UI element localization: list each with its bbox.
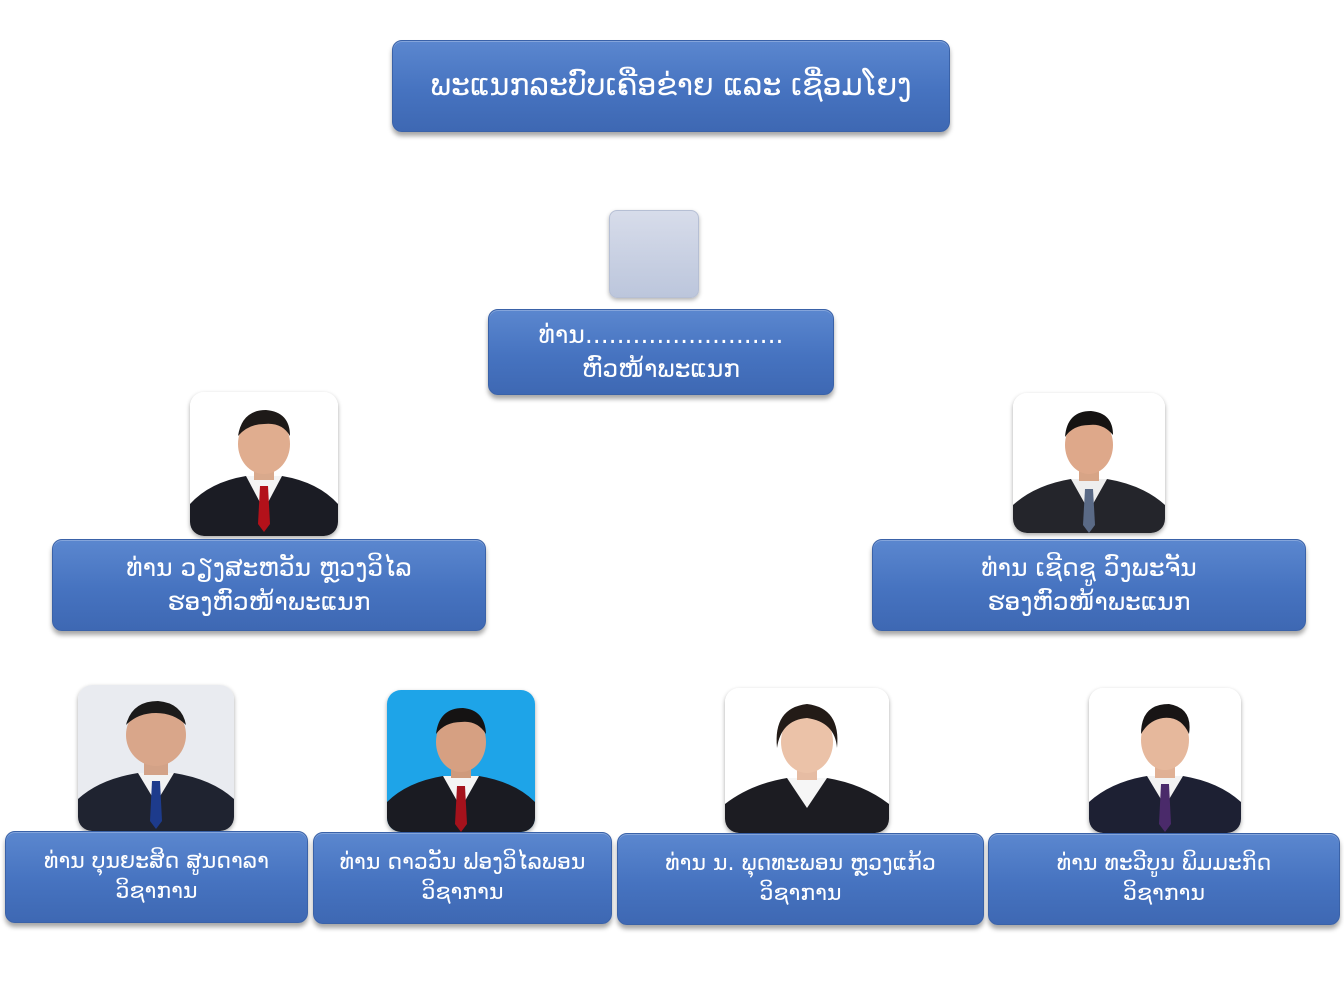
person-avatar-icon	[1089, 688, 1241, 833]
deputy-name-2: ທ່ານ ເຊີດຊູ ວົງພະຈັນ	[981, 553, 1197, 583]
staff-name-1: ທ່ານ ບຸນຍະສິດ ສູນດາລາ	[44, 849, 269, 875]
deputy-photo-1	[190, 392, 338, 536]
head-role: ຫົວໜ້າພະແນກ	[581, 354, 741, 383]
staff-role-3: ວິຊາການ	[759, 881, 842, 906]
staff-box-3: ທ່ານ ນ. ພຸດທະພອນ ຫຼວງແກ້ວ ວິຊາການ	[617, 833, 984, 925]
staff-role-1: ວິຊາການ	[115, 879, 198, 904]
person-avatar-icon	[725, 688, 889, 833]
staff-photo-4	[1089, 688, 1241, 833]
person-avatar-icon	[387, 690, 535, 832]
person-avatar-icon	[78, 685, 234, 831]
deputy-box-1: ທ່ານ ວຽງສະຫວັນ ຫຼວງວິໄລ ຮອງຫົວໜ້າພະແນກ	[52, 539, 486, 631]
person-avatar-icon	[1013, 393, 1165, 533]
deputy-photo-2	[1013, 393, 1165, 533]
staff-role-2: ວິຊາການ	[421, 880, 504, 905]
staff-name-4: ທ່ານ ທະວີບູນ ພິມມະກິດ	[1056, 851, 1272, 877]
person-avatar-icon	[190, 392, 338, 536]
staff-box-2: ທ່ານ ດາວວັນ ຟອງວິໄລພອນ ວິຊາການ	[313, 832, 612, 924]
deputy-name-1: ທ່ານ ວຽງສະຫວັນ ຫຼວງວິໄລ	[126, 553, 412, 583]
staff-photo-1	[78, 685, 234, 831]
head-photo-placeholder	[609, 210, 699, 298]
staff-photo-2	[387, 690, 535, 832]
deputy-role-1: ຮອງຫົວໜ້າພະແນກ	[167, 587, 371, 616]
staff-name-2: ທ່ານ ດາວວັນ ຟອງວິໄລພອນ	[339, 850, 586, 876]
deputy-box-2: ທ່ານ ເຊີດຊູ ວົງພະຈັນ ຮອງຫົວໜ້າພະແນກ	[872, 539, 1306, 631]
head-name: ທ່ານ.........................	[538, 320, 784, 350]
staff-photo-3	[725, 688, 889, 833]
department-title-box: ພະແນກລະບົບເຄືອຂ່າຍ ແລະ ເຊື່ອມໂຍງ	[392, 40, 950, 132]
staff-role-4: ວິຊາການ	[1123, 881, 1205, 906]
head-box: ທ່ານ......................... ຫົວໜ້າພະແນ…	[488, 309, 834, 395]
staff-box-1: ທ່ານ ບຸນຍະສິດ ສູນດາລາ ວິຊາການ	[5, 831, 308, 923]
department-title: ພະແນກລະບົບເຄືອຂ່າຍ ແລະ ເຊື່ອມໂຍງ	[430, 67, 912, 103]
staff-box-4: ທ່ານ ທະວີບູນ ພິມມະກິດ ວິຊາການ	[988, 833, 1340, 925]
staff-name-3: ທ່ານ ນ. ພຸດທະພອນ ຫຼວງແກ້ວ	[665, 851, 936, 877]
deputy-role-2: ຮອງຫົວໜ້າພະແນກ	[987, 587, 1191, 616]
